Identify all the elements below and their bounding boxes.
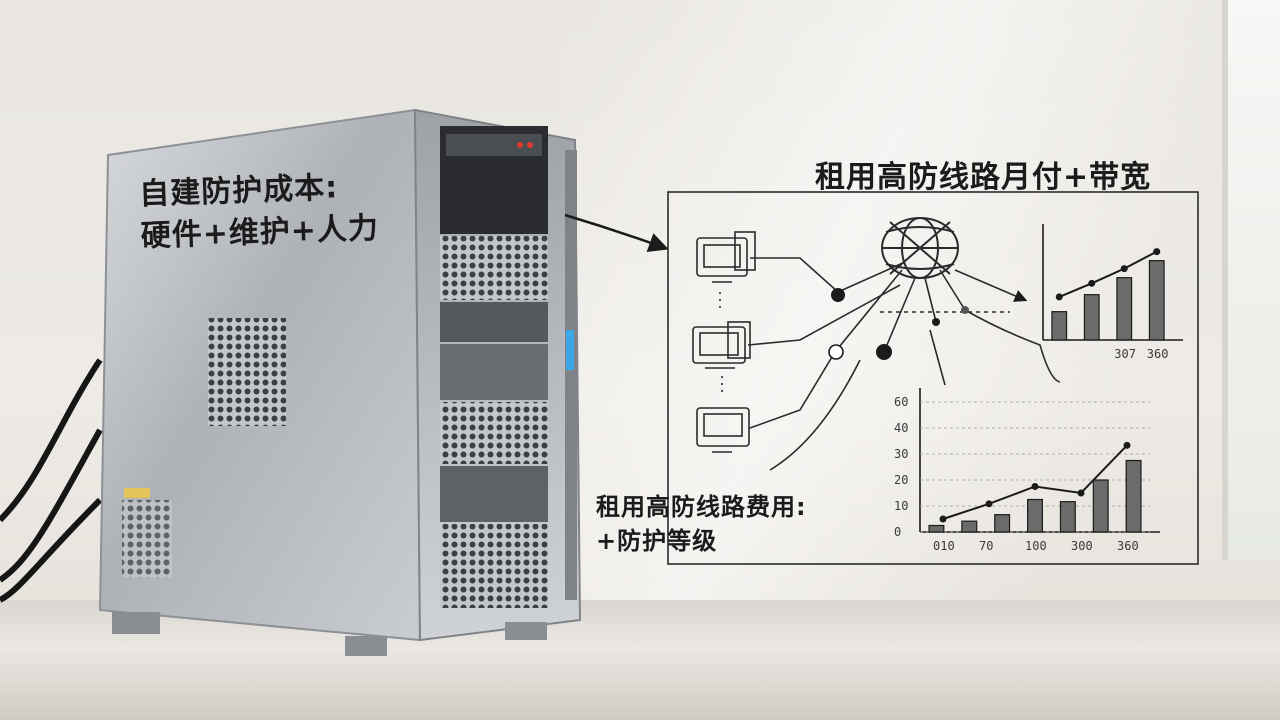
bar bbox=[1059, 501, 1076, 533]
y-tick-label: 60 bbox=[894, 395, 908, 409]
chart-small: 307 360 bbox=[1042, 224, 1183, 361]
x-tick-label: 70 bbox=[979, 539, 993, 553]
computer-icon bbox=[696, 231, 756, 283]
trend-line bbox=[1058, 250, 1158, 298]
self-build-cost-label: 自建防护成本: 硬件+维护+人力 bbox=[139, 166, 380, 258]
y-tick-label: 40 bbox=[894, 421, 908, 435]
x-tick-label: 010 bbox=[933, 539, 955, 553]
bar bbox=[928, 524, 945, 533]
bar bbox=[1125, 459, 1142, 533]
y-tick-label: 20 bbox=[894, 473, 908, 487]
y-tick-label: 0 bbox=[894, 525, 901, 539]
y-tick-label: 10 bbox=[894, 499, 908, 513]
bar bbox=[1051, 311, 1068, 341]
self-build-cost-line2: 硬件+维护+人力 bbox=[140, 210, 380, 255]
x-tick-label: 100 bbox=[1025, 539, 1047, 553]
globe-icon bbox=[881, 217, 959, 279]
x-tick-label: 300 bbox=[1071, 539, 1093, 553]
x-tick-label: 360 bbox=[1117, 539, 1139, 553]
side-vent bbox=[208, 318, 286, 426]
bar bbox=[1116, 277, 1133, 341]
bar bbox=[1148, 260, 1165, 341]
server-tower bbox=[98, 108, 582, 656]
rental-cost-line2: +防护等级 bbox=[596, 527, 718, 555]
y-tick-label: 30 bbox=[894, 447, 908, 461]
bar bbox=[1083, 294, 1100, 341]
window bbox=[1222, 0, 1280, 560]
computer-icon bbox=[696, 407, 750, 453]
bar bbox=[1027, 498, 1043, 533]
bar bbox=[961, 520, 978, 533]
rental-monthly-label: 租用高防线路月付+带宽 bbox=[815, 160, 1152, 195]
x-tick-label: 360 bbox=[1147, 347, 1169, 361]
x-tick-label: 307 bbox=[1114, 347, 1136, 361]
computer-icon bbox=[692, 321, 751, 369]
bar bbox=[994, 514, 1011, 533]
arrow-to-diagram bbox=[564, 213, 669, 252]
rental-cost-line1: 租用高防线路费用: bbox=[596, 493, 807, 521]
cables bbox=[0, 358, 103, 603]
trend-line bbox=[942, 444, 1128, 520]
rental-cost-label: 租用高防线路费用: +防护等级 bbox=[596, 490, 807, 558]
network-nodes bbox=[828, 288, 969, 360]
bar bbox=[1092, 479, 1109, 533]
network-sketch bbox=[667, 191, 1199, 565]
